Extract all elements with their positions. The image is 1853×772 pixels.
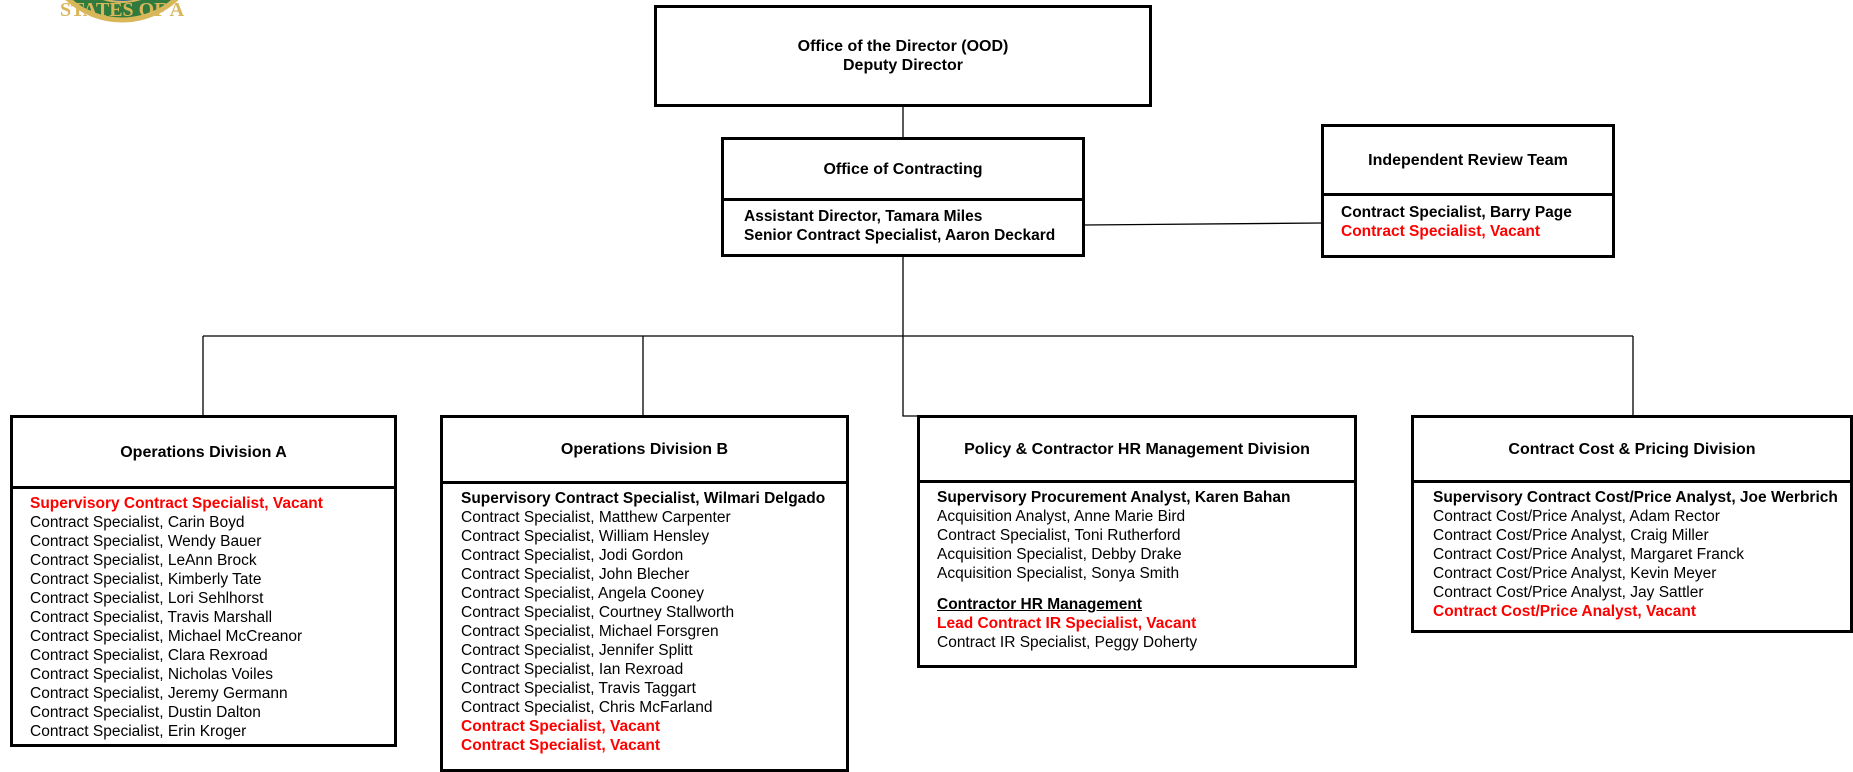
policy-member: Contract Specialist, Toni Rutherford [937, 527, 1181, 544]
cost-member: Contract Cost/Price Analyst, Kevin Meyer [1433, 565, 1717, 582]
cost-member: Contract Cost/Price Analyst, Craig Mille… [1433, 527, 1709, 544]
ops-a-member: Contract Specialist, Jeremy Germann [30, 685, 288, 702]
ops-b-member: Contract Specialist, Courtney Stallworth [461, 604, 735, 621]
ops-b-box: Operations Division B Supervisory Contra… [440, 415, 849, 772]
policy-member: Acquisition Specialist, Debby Drake [937, 546, 1182, 563]
ops-a-title: Operations Division A [120, 443, 287, 461]
connector-contracting-irt [1083, 222, 1323, 226]
policy-subsection-heading: Contractor HR Management [937, 596, 1142, 613]
contracting-senior-specialist: Senior Contract Specialist, Aaron Deckar… [744, 227, 1056, 244]
ops-b-member: Contract Specialist, Ian Rexroad [461, 661, 684, 678]
ops-b-member: Contract Specialist, Jodi Gordon [461, 547, 684, 564]
cost-member: Contract Cost/Price Analyst, Jay Sattler [1433, 584, 1704, 601]
agency-seal-logo: STATES OF A [60, 0, 185, 23]
ops-b-member: Contract Specialist, Chris McFarland [461, 699, 713, 716]
contracting-title: Office of Contracting [823, 160, 983, 178]
ops-b-supervisor: Supervisory Contract Specialist, Wilmari… [461, 490, 826, 507]
ops-a-member: Contract Specialist, LeAnn Brock [30, 552, 257, 569]
ops-a-member: Contract Specialist, Clara Rexroad [30, 647, 268, 664]
svg-text:STATES OF A: STATES OF A [60, 0, 185, 21]
ops-b-member: Contract Specialist, Travis Taggart [461, 680, 696, 697]
ops-b-member: Contract Specialist, Jennifer Splitt [461, 642, 693, 659]
irt-vacant: Contract Specialist, Vacant [1341, 223, 1540, 240]
ops-a-member: Contract Specialist, Travis Marshall [30, 609, 273, 626]
policy-supervisor: Supervisory Procurement Analyst, Karen B… [937, 489, 1291, 506]
irt-title: Independent Review Team [1368, 151, 1568, 169]
cost-title: Contract Cost & Pricing Division [1508, 440, 1756, 458]
cost-vacant: Contract Cost/Price Analyst, Vacant [1433, 603, 1697, 620]
ops-a-member: Contract Specialist, Carin Boyd [30, 514, 245, 531]
policy-member: Contract IR Specialist, Peggy Doherty [937, 634, 1198, 651]
ops-a-member: Contract Specialist, Wendy Bauer [30, 533, 262, 550]
ops-b-member: Contract Specialist, William Hensley [461, 528, 710, 545]
irt-box: Independent Review Team Contract Special… [1321, 124, 1615, 258]
ops-b-vacant: Contract Specialist, Vacant [461, 737, 660, 754]
ops-a-member: Contract Specialist, Erin Kroger [30, 723, 247, 740]
irt-member: Contract Specialist, Barry Page [1341, 204, 1572, 221]
cost-supervisor: Supervisory Contract Cost/Price Analyst,… [1433, 489, 1838, 506]
ood-subtitle: Deputy Director [842, 57, 964, 74]
ops-a-member: Contract Specialist, Kimberly Tate [30, 571, 262, 588]
ops-a-member: Contract Specialist, Nicholas Voiles [30, 666, 273, 683]
policy-title: Policy & Contractor HR Management Divisi… [964, 440, 1310, 458]
cost-member: Contract Cost/Price Analyst, Adam Rector [1433, 508, 1720, 525]
ops-a-member: Contract Specialist, Lori Sehlhorst [30, 590, 264, 607]
ops-b-member: Contract Specialist, Michael Forsgren [461, 623, 719, 640]
contracting-assistant-director: Assistant Director, Tamara Miles [744, 208, 983, 225]
connector-policy [902, 336, 918, 417]
cost-box: Contract Cost & Pricing Division Supervi… [1411, 415, 1853, 633]
policy-vacant: Lead Contract IR Specialist, Vacant [937, 615, 1197, 632]
ops-a-box: Operations Division A Supervisory Contra… [10, 415, 397, 747]
policy-member: Acquisition Specialist, Sonya Smith [937, 565, 1180, 582]
ood-box: Office of the Director (OOD) Deputy Dire… [654, 5, 1152, 107]
ops-a-member: Contract Specialist, Michael McCreanor [30, 628, 303, 645]
ops-a-member: Contract Specialist, Dustin Dalton [30, 704, 261, 721]
ops-b-member: Contract Specialist, Matthew Carpenter [461, 509, 731, 526]
policy-member: Acquisition Analyst, Anne Marie Bird [937, 508, 1186, 525]
contracting-box: Office of Contracting Assistant Director… [721, 137, 1085, 257]
ops-a-supervisor: Supervisory Contract Specialist, Vacant [30, 495, 323, 512]
ops-b-member: Contract Specialist, Angela Cooney [461, 585, 704, 602]
policy-box: Policy & Contractor HR Management Divisi… [917, 415, 1357, 668]
ops-b-vacant: Contract Specialist, Vacant [461, 718, 660, 735]
cost-member: Contract Cost/Price Analyst, Margaret Fr… [1433, 546, 1744, 563]
ops-b-member: Contract Specialist, John Blecher [461, 566, 690, 583]
ood-title: Office of the Director (OOD) [797, 38, 1009, 55]
ops-b-title: Operations Division B [560, 441, 729, 458]
